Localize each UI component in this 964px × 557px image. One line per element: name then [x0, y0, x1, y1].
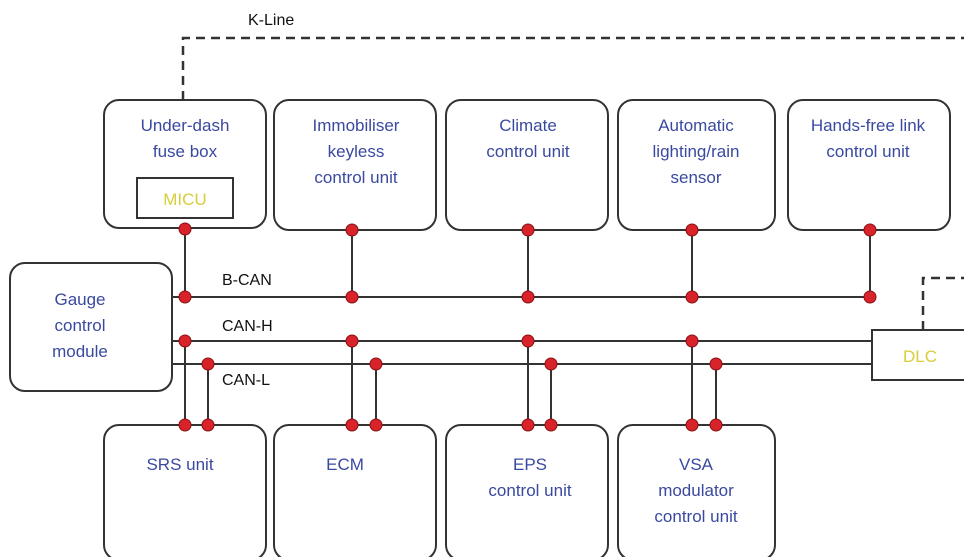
svg-text:Under-dash: Under-dash	[141, 116, 230, 135]
svg-text:control unit: control unit	[488, 481, 571, 500]
ecm: ECM	[273, 424, 437, 557]
svg-text:control unit: control unit	[654, 507, 737, 526]
gauge-control-module: Gauge control module	[9, 262, 173, 392]
connection-nodes	[178, 222, 877, 432]
svg-text:Climate: Climate	[499, 116, 557, 135]
svg-text:modulator: modulator	[658, 481, 734, 500]
can-l-label: CAN-L	[222, 372, 270, 389]
hands-free-link-control-unit: Hands-free link control unit	[787, 99, 951, 231]
top-module-wires	[184, 228, 871, 297]
svg-text:fuse box: fuse box	[153, 142, 218, 161]
micu-box	[136, 177, 234, 219]
vsa-modulator-control-unit: VSA modulator control unit	[617, 424, 776, 557]
svg-text:module: module	[52, 342, 108, 361]
svg-text:control unit: control unit	[314, 168, 397, 187]
svg-text:Hands-free link: Hands-free link	[811, 116, 926, 135]
svg-text:control unit: control unit	[826, 142, 909, 161]
under-dash-fuse-box: Under-dash fuse box MICU	[103, 99, 267, 229]
svg-text:lighting/rain: lighting/rain	[653, 142, 740, 161]
svg-text:VSA: VSA	[679, 455, 714, 474]
climate-control-unit: Climate control unit	[445, 99, 609, 231]
svg-text:Automatic: Automatic	[658, 116, 734, 135]
bottom-module-wires	[184, 341, 717, 425]
srs-unit: SRS unit	[103, 424, 267, 557]
svg-text:keyless: keyless	[328, 142, 385, 161]
svg-text:control: control	[54, 316, 105, 335]
svg-text:EPS: EPS	[513, 455, 547, 474]
k-line-label: K-Line	[248, 12, 294, 29]
can-h-label: CAN-H	[222, 318, 273, 335]
b-can-label: B-CAN	[222, 272, 272, 289]
k-line-wire	[181, 36, 964, 330]
dlc-connector: DLC	[871, 329, 964, 381]
svg-text:sensor: sensor	[670, 168, 721, 187]
svg-text:SRS unit: SRS unit	[146, 455, 213, 474]
svg-text:ECM: ECM	[326, 455, 364, 474]
automatic-lighting-rain-sensor: Automatic lighting/rain sensor	[617, 99, 776, 231]
dlc-label: DLC	[903, 347, 937, 366]
svg-text:control unit: control unit	[486, 142, 569, 161]
svg-text:Gauge: Gauge	[54, 290, 105, 309]
bus-lines	[172, 296, 872, 365]
immobiliser-keyless-control-unit: Immobiliser keyless control unit	[273, 99, 437, 231]
eps-control-unit: EPS control unit	[445, 424, 609, 557]
micu-label: MICU	[163, 190, 206, 209]
svg-text:Immobiliser: Immobiliser	[313, 116, 400, 135]
